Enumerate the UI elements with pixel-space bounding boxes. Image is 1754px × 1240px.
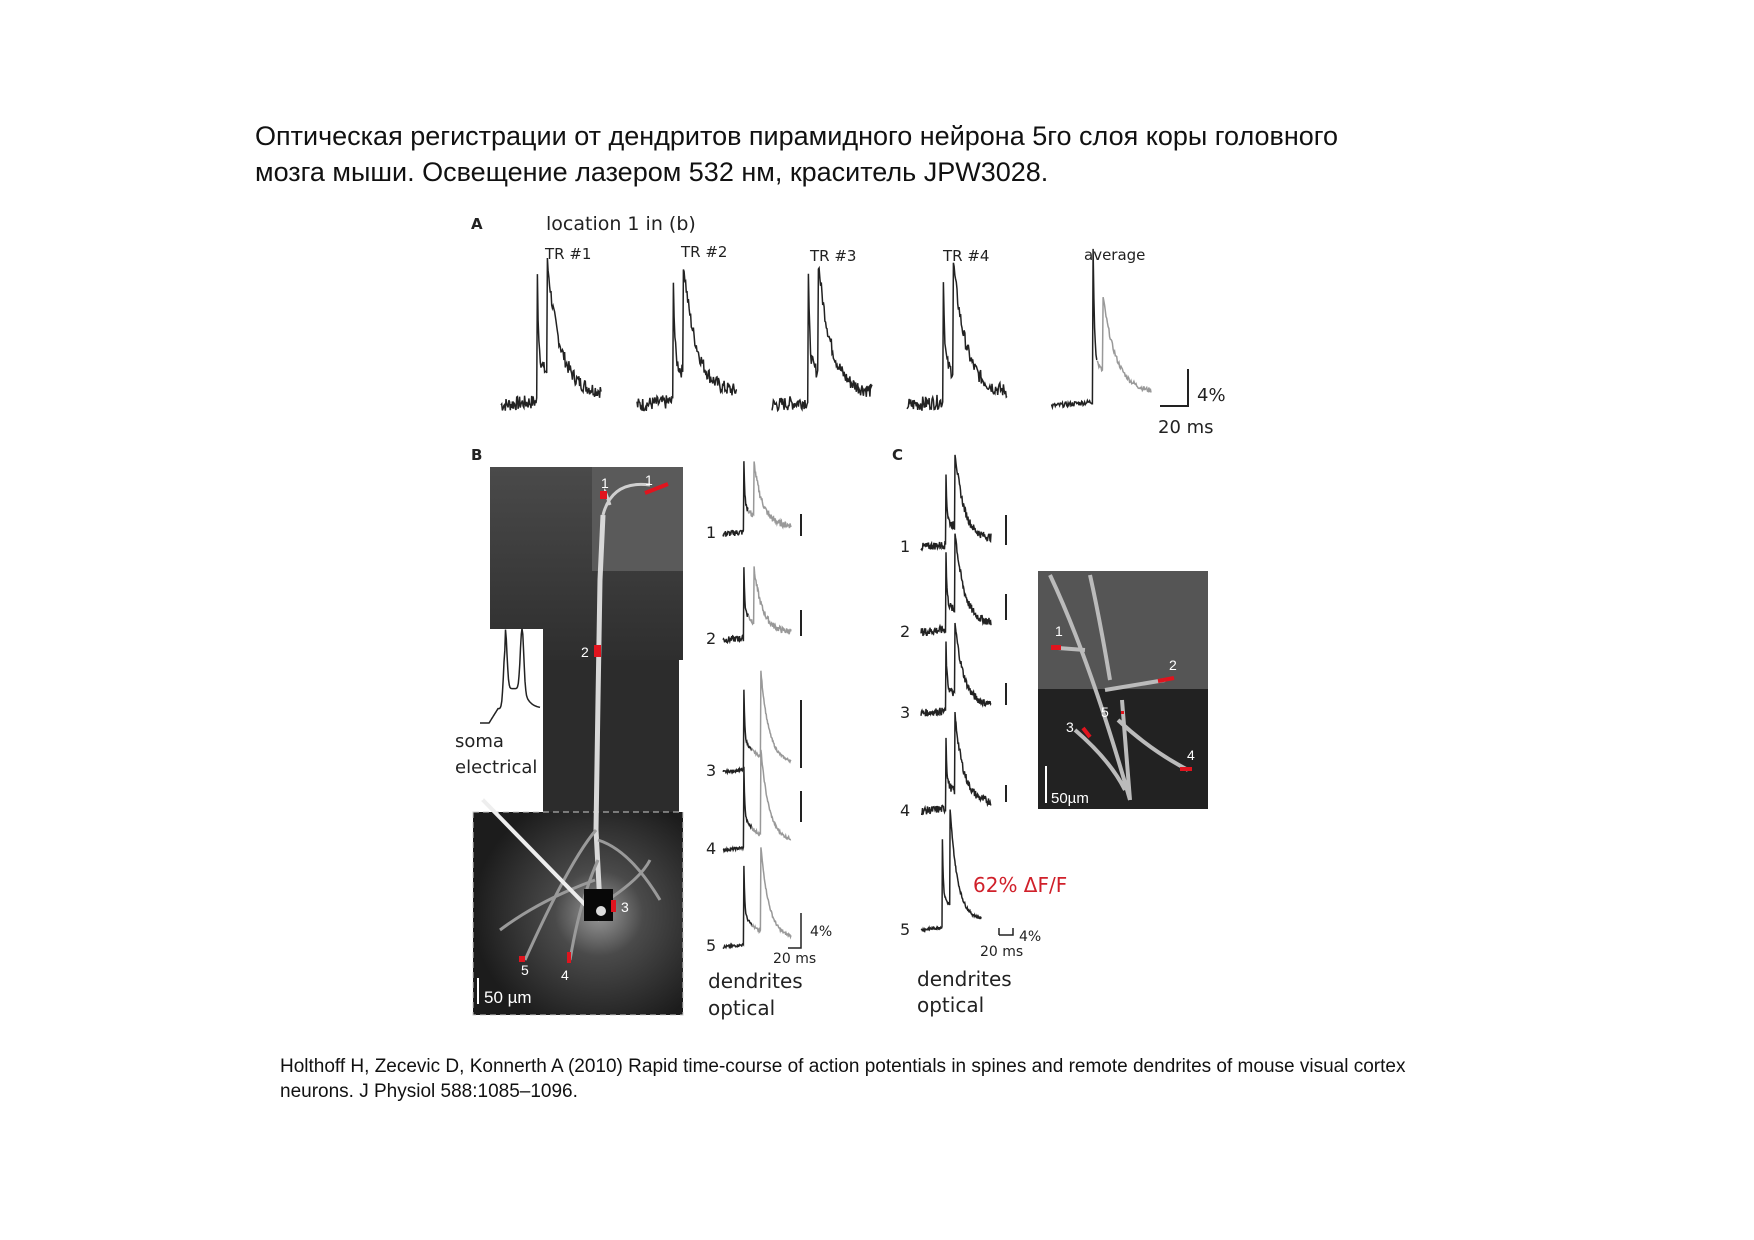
panel-b-label: B bbox=[471, 446, 482, 464]
electrode bbox=[478, 795, 602, 922]
site-label: 3 bbox=[621, 899, 629, 915]
site-marker bbox=[519, 956, 525, 962]
optical-trace bbox=[747, 566, 792, 635]
optical-trace bbox=[722, 567, 749, 645]
slide-title: Оптическая регистрации от дендритов пира… bbox=[255, 118, 1555, 190]
site-label: 1 bbox=[601, 475, 609, 491]
scale-amplitude: 4% bbox=[1197, 385, 1226, 406]
scale-bar bbox=[788, 913, 802, 949]
panel-a-subtitle: location 1 in (b) bbox=[546, 213, 696, 235]
optical-trace bbox=[1096, 296, 1152, 393]
delta-f-annotation: 62% ΔF/F bbox=[973, 873, 1067, 897]
trace-number: 2 bbox=[900, 622, 910, 641]
optical-trace bbox=[722, 461, 749, 537]
trace-label-tr2: TR #2 bbox=[680, 243, 727, 261]
trace-number: 1 bbox=[900, 537, 910, 556]
scale-time: 20 ms bbox=[773, 951, 816, 967]
scale-amplitude: 4% bbox=[1019, 929, 1041, 945]
neuron-image: 1 1 2 3 4 5 50 µm bbox=[472, 467, 684, 1016]
optical-trace bbox=[920, 454, 992, 552]
citation: Holthoff H, Zecevic D, Konnerth A (2010)… bbox=[280, 1054, 1540, 1104]
citation-line-2: neurons. J Physiol 588:1085–1096. bbox=[280, 1081, 578, 1102]
citation-line-1: Holthoff H, Zecevic D, Konnerth A (2010)… bbox=[280, 1056, 1406, 1077]
dendrite-image: 1 2 3 4 5 50µm bbox=[1038, 571, 1208, 809]
site-marker bbox=[594, 645, 601, 657]
optical-trace bbox=[747, 461, 792, 530]
optical-trace bbox=[722, 766, 753, 854]
caption: optical bbox=[708, 996, 775, 1020]
site-label: 4 bbox=[1187, 747, 1195, 763]
caption: dendrites bbox=[917, 967, 1012, 991]
panel-b: B 1 1 2 3 4 5 bbox=[453, 446, 832, 1020]
trace-number: 5 bbox=[900, 920, 910, 939]
site-label: 2 bbox=[581, 644, 589, 660]
optical-trace bbox=[771, 265, 873, 413]
trace-label-tr1: TR #1 bbox=[544, 245, 591, 263]
scale-bar bbox=[1160, 369, 1189, 407]
caption: dendrites bbox=[708, 969, 803, 993]
optical-trace bbox=[921, 711, 992, 816]
soma-label: soma bbox=[455, 731, 504, 752]
optical-trace bbox=[751, 670, 792, 764]
scale-amplitude: 4% bbox=[810, 924, 832, 940]
panel-c: C 1 2 3 4 5 62% ΔF/F 4% 20 ms dendrites opti… bbox=[892, 446, 1208, 1017]
panel-a: A location 1 in (b) TR #1 TR #2 TR #3 TR… bbox=[471, 213, 1226, 438]
panel-b-traces: 1 2 3 4 5 bbox=[706, 461, 802, 955]
caption: optical bbox=[917, 993, 984, 1017]
site-label: 1 bbox=[1055, 623, 1063, 639]
trace-number: 4 bbox=[900, 801, 910, 820]
soma-label-2: electrical bbox=[455, 757, 537, 778]
optical-trace bbox=[920, 809, 982, 933]
scale-time: 20 ms bbox=[1158, 417, 1214, 438]
site-label: 5 bbox=[1101, 704, 1109, 720]
optical-trace bbox=[920, 622, 992, 717]
trace-number: 5 bbox=[706, 936, 716, 955]
site-marker bbox=[611, 900, 616, 912]
scale-time: 20 ms bbox=[980, 944, 1023, 960]
trace-label-tr3: TR #3 bbox=[809, 247, 856, 265]
image-scale-label: 50 µm bbox=[484, 988, 532, 1007]
optical-trace bbox=[500, 257, 602, 411]
trace-number: 3 bbox=[900, 703, 910, 722]
trace-label-tr4: TR #4 bbox=[942, 247, 989, 265]
optical-trace bbox=[751, 749, 792, 841]
site-label: 5 bbox=[521, 962, 529, 978]
title-line-1: Оптическая регистрации от дендритов пира… bbox=[255, 121, 1339, 151]
optical-trace bbox=[636, 269, 738, 412]
site-marker bbox=[644, 482, 669, 495]
trace-label-average: average bbox=[1084, 246, 1145, 264]
trace-number: 4 bbox=[706, 839, 716, 858]
site-label: 2 bbox=[1169, 657, 1177, 673]
scale-bar bbox=[998, 928, 1014, 936]
image-scale-label: 50µm bbox=[1051, 790, 1089, 807]
title-line-2: мозга мыши. Освещение лазером 532 нм, кр… bbox=[255, 157, 1049, 187]
site-label: 1 bbox=[645, 472, 653, 488]
trace-number: 1 bbox=[706, 523, 716, 542]
site-marker bbox=[567, 952, 571, 963]
trace-number: 2 bbox=[706, 629, 716, 648]
panel-c-label: C bbox=[892, 446, 903, 464]
soma-inset: soma electrical bbox=[453, 628, 543, 781]
optical-trace bbox=[906, 262, 1008, 411]
optical-trace bbox=[722, 865, 753, 950]
panel-c-traces: 1 2 3 4 5 bbox=[900, 454, 1007, 939]
optical-trace bbox=[1050, 248, 1098, 411]
trace-number: 3 bbox=[706, 761, 716, 780]
panel-a-traces bbox=[500, 248, 1152, 413]
site-label: 3 bbox=[1066, 719, 1074, 735]
optical-trace bbox=[920, 533, 992, 637]
optical-trace bbox=[722, 689, 753, 776]
optical-trace bbox=[750, 847, 792, 940]
site-label: 4 bbox=[561, 967, 569, 983]
site-marker bbox=[600, 491, 607, 499]
panel-a-label: A bbox=[471, 215, 483, 233]
